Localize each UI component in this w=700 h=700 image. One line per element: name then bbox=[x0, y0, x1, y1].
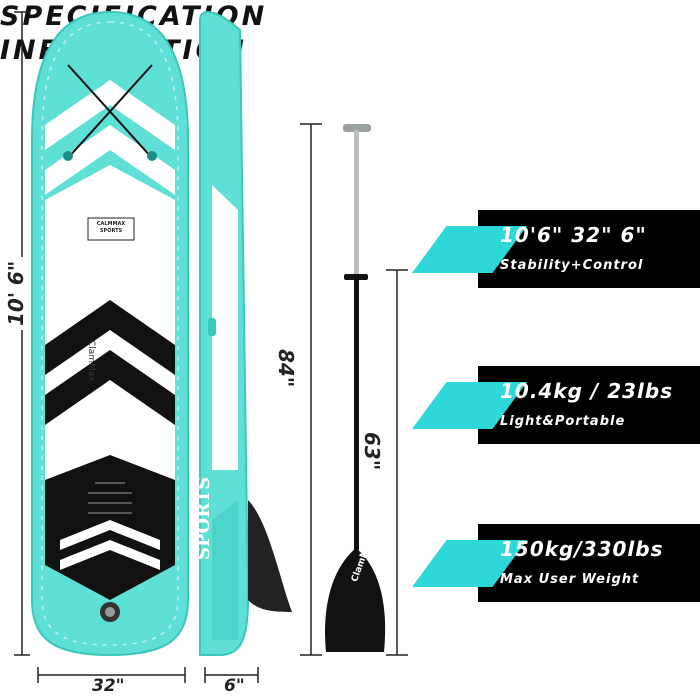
spec-weight: 10.4kg / 23lbs Light&Portable bbox=[412, 366, 700, 444]
board-deck-text: ClamMax bbox=[86, 340, 96, 382]
board-width-label: 32" bbox=[88, 676, 129, 696]
spec-main-text: 150kg/330lbs bbox=[500, 537, 664, 561]
paddle-max-label: 84" bbox=[274, 345, 298, 392]
spec-bar bbox=[478, 366, 700, 444]
paddle-min-label: 63" bbox=[360, 428, 384, 475]
spec-bar bbox=[478, 524, 700, 602]
spec-sub-text: Max User Weight bbox=[500, 572, 640, 587]
spec-sub-text: Stability+Control bbox=[500, 258, 644, 273]
spec-main-text: 10'6" 32" 6" bbox=[500, 223, 647, 247]
spec-size: 10'6" 32" 6" Stability+Control bbox=[412, 210, 700, 288]
dimension-lines bbox=[14, 11, 408, 683]
board-side-text: SPORTS bbox=[193, 476, 214, 560]
board-front bbox=[31, 10, 189, 657]
spec-capacity: 150kg/330lbs Max User Weight bbox=[412, 524, 700, 602]
board-length-label: 10' 6" bbox=[4, 256, 28, 330]
spec-sub-text: Light&Portable bbox=[500, 414, 626, 429]
paddle bbox=[325, 124, 386, 652]
spec-bar bbox=[478, 210, 700, 288]
board-side bbox=[199, 11, 292, 656]
board-thickness-label: 6" bbox=[220, 676, 249, 696]
board-logo: CALMMAX SPORTS bbox=[96, 221, 126, 234]
spec-main-text: 10.4kg / 23lbs bbox=[500, 379, 674, 403]
